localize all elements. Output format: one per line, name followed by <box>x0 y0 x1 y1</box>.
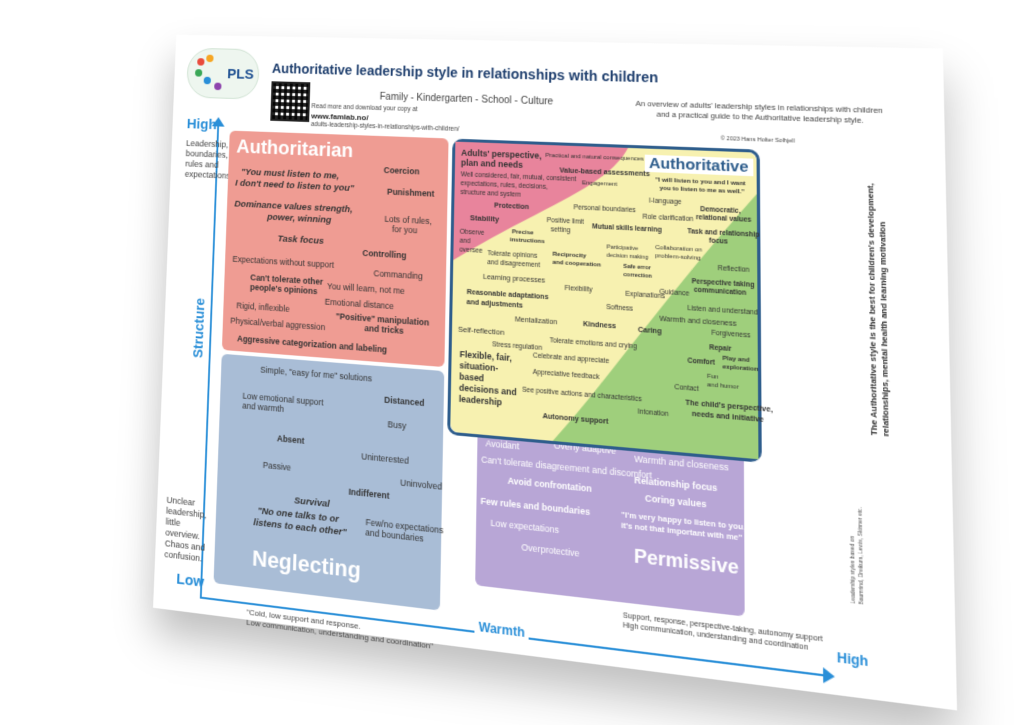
pink-item: oversee <box>459 246 483 255</box>
item: Physical/verbal aggression <box>230 315 326 333</box>
authoritative-zones <box>450 141 759 460</box>
item: Emotional distance <box>324 296 395 312</box>
item: Indifferent <box>348 486 390 501</box>
item: Aggressive categorization and labeling <box>236 333 388 355</box>
item: Coercion <box>383 165 420 177</box>
green-zone <box>552 185 759 460</box>
green-item: focus <box>708 237 728 246</box>
high-warmth-label: High <box>836 649 869 670</box>
item: Punishment <box>386 186 435 199</box>
item: Uninvolved <box>400 477 443 492</box>
authoritarian-quadrant: Authoritarian Coercion "You must listen … <box>221 130 449 368</box>
green-item: Fun <box>707 373 719 381</box>
neglecting-title: Neglecting <box>251 545 362 584</box>
structure-axis-label: Structure <box>190 297 208 359</box>
authoritarian-title: Authoritarian <box>236 136 354 162</box>
item: Busy <box>387 419 407 431</box>
item: Overprotective <box>521 541 580 559</box>
item: power, winning <box>266 211 332 226</box>
logo-text: PLS <box>227 66 254 83</box>
green-item: Repair <box>709 344 732 354</box>
pls-logo: PLS <box>186 47 260 100</box>
pink-item: Observe <box>459 228 485 237</box>
item: Low expectations <box>490 517 559 536</box>
item: Controlling <box>362 247 407 261</box>
item: You will learn, not me <box>326 281 405 296</box>
item: Commanding <box>373 268 423 282</box>
pink-zone <box>453 141 629 271</box>
item: Rigid, inflexible <box>236 300 290 314</box>
yellow-item: based <box>459 371 485 384</box>
item: Absent <box>276 433 305 446</box>
green-item: I-language <box>648 197 682 207</box>
item: for you <box>391 224 418 236</box>
item: Passive <box>262 459 292 473</box>
leadership-poster: PLS Authoritative leadership style in re… <box>153 34 958 711</box>
item: Survival <box>293 495 330 510</box>
copyright: © 2023 Hans Holter Solhjell <box>720 135 795 145</box>
low-label: Low <box>176 570 205 591</box>
item: and tricks <box>364 323 404 336</box>
item: Expectations without support <box>232 254 335 270</box>
green-item: Caring <box>637 326 662 336</box>
item: Uninterested <box>361 451 409 466</box>
poster-title: Authoritative leadership style in relati… <box>271 60 659 86</box>
yellow-item: setting <box>550 226 571 235</box>
yellow-item: Precise <box>511 229 534 237</box>
item: Simple, "easy for me" solutions <box>260 364 373 384</box>
neglecting-quadrant: Simple, "easy for me" solutions Distance… <box>213 353 445 611</box>
warmth-axis-label: Warmth <box>474 619 530 641</box>
item: Distanced <box>384 394 425 409</box>
warmth-arrow-icon <box>823 667 835 685</box>
url-path: adults-leadership-styles-in-relationship… <box>310 121 460 133</box>
high-warmth-description: Support, response, perspective-taking, a… <box>622 612 823 652</box>
side-note: The Authoritative style is the best for … <box>865 182 892 437</box>
item: Task focus <box>277 233 325 247</box>
permissive-title: Permissive <box>633 545 739 579</box>
item: Coring values <box>644 492 707 510</box>
high-structure-label: High <box>186 116 217 133</box>
pink-item: and <box>459 237 471 246</box>
item: Relationship focus <box>634 474 718 494</box>
item: Avoid confrontation <box>507 475 592 495</box>
pink-item: Stability <box>469 213 500 224</box>
qr-code <box>270 81 311 123</box>
item: Few rules and boundaries <box>480 495 591 518</box>
authoritative-quadrant: Authoritative Adults' perspective, plan … <box>447 138 773 463</box>
